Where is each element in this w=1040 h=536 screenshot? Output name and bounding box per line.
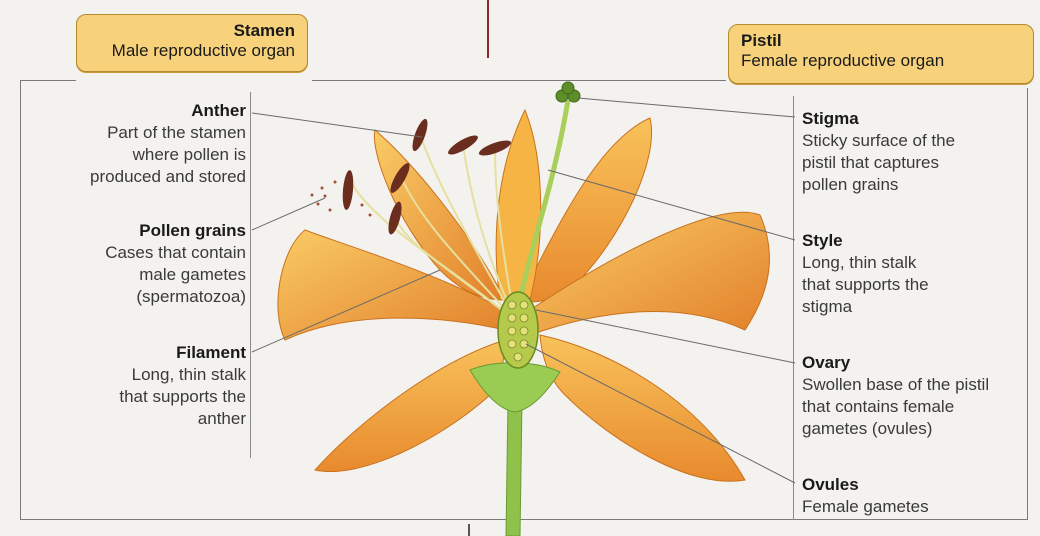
petal-lower-left [315,340,505,472]
label-desc-line: where pollen is [36,144,246,166]
label-term: Ovary [802,352,1028,374]
label-term: Style [802,230,1022,252]
label-term: Pollen grains [36,220,246,242]
stamen-header: Stamen Male reproductive organ [76,14,308,72]
label-style: Style Long, thin stalk that supports the… [802,230,1022,318]
label-desc-line: that contains female [802,396,1028,418]
label-desc-line: male gametes [36,264,246,286]
label-desc-line: (spermatozoa) [36,286,246,308]
label-desc-line: Cases that contain [36,242,246,264]
label-ovary: Ovary Swollen base of the pistil that co… [802,352,1028,440]
petal-lower-right [540,335,745,481]
label-desc-line: Female gametes [802,496,1022,518]
label-desc-line: pistil that captures [802,152,1022,174]
label-anther: Anther Part of the stamen where pollen i… [36,100,246,188]
label-desc-line: Part of the stamen [36,122,246,144]
pistil-header: Pistil Female reproductive organ [728,24,1034,84]
label-desc-line: that supports the [802,274,1022,296]
label-desc-line: anther [36,408,246,430]
label-stigma: Stigma Sticky surface of the pistil that… [802,108,1022,196]
flower-receptacle [470,363,560,412]
pistil-subtitle: Female reproductive organ [741,51,1021,71]
label-filament: Filament Long, thin stalk that supports … [36,342,246,430]
pistil-title: Pistil [741,31,1021,51]
label-desc-line: Long, thin stalk [36,364,246,386]
label-desc-line: Swollen base of the pistil [802,374,1028,396]
label-desc-line: gametes (ovules) [802,418,1028,440]
label-desc-line: that supports the [36,386,246,408]
label-desc-line: produced and stored [36,166,246,188]
flower-stem [506,400,522,536]
label-desc-line: pollen grains [802,174,1022,196]
label-desc-line: stigma [802,296,1022,318]
label-term: Anther [36,100,246,122]
stigma [556,82,580,102]
label-desc-line: Sticky surface of the [802,130,1022,152]
petal-back-top-center [496,110,541,300]
stamen-subtitle: Male reproductive organ [89,41,295,61]
label-pollen-grains: Pollen grains Cases that contain male ga… [36,220,246,308]
label-term: Ovules [802,474,1022,496]
label-term: Filament [36,342,246,364]
label-desc-line: Long, thin stalk [802,252,1022,274]
label-ovules: Ovules Female gametes [802,474,1022,518]
label-term: Stigma [802,108,1022,130]
stamen-title: Stamen [89,21,295,41]
